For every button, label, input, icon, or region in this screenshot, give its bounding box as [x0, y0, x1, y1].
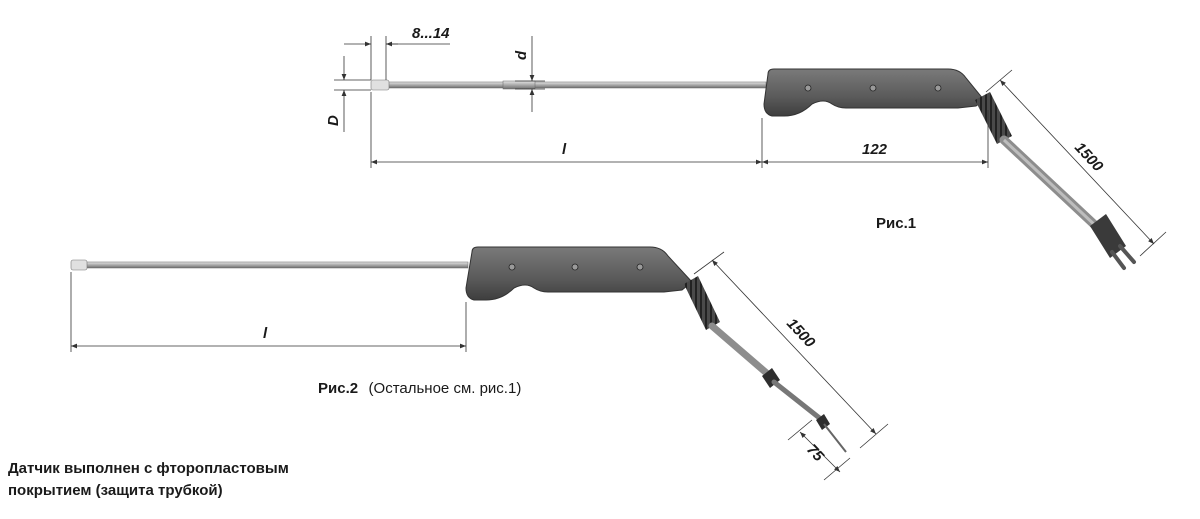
dim-tip-length: 8...14 [412, 25, 450, 42]
dim-probe-length: l [263, 325, 268, 342]
figure-1: 8...14 d D l 122 1500 Рис.1 [325, 25, 1167, 270]
probe-tip [70, 259, 88, 271]
dimension-lines-fig1 [334, 36, 1167, 257]
dim-tip-length: 75 [803, 441, 827, 465]
cable [684, 276, 847, 453]
dim-big-diameter: D [325, 115, 342, 126]
coating-note-line-1: Датчик выполнен с фторопластовым [8, 460, 289, 477]
dimension-lines-fig2 [70, 251, 889, 481]
figure-2-caption: Рис.2 [318, 380, 358, 397]
probe-handle [465, 246, 693, 301]
probe-handle [763, 68, 985, 117]
dim-small-diameter: d [513, 50, 530, 60]
figure-2-caption-line: Рис.2 (Остальное см. рис.1) [318, 380, 521, 397]
dim-cable-length: 1500 [783, 315, 819, 351]
cable [975, 92, 1136, 270]
figure-1-caption: Рис.1 [876, 215, 916, 232]
probe-rod [70, 259, 469, 271]
dim-cable-length: 1500 [1071, 139, 1107, 175]
coating-note-line-2: покрытием (защита трубкой) [8, 482, 223, 499]
figure-2: l 1500 75 Рис.2 (Остальное см. рис.1) [70, 246, 889, 481]
figure-2-caption-note: (Остальное см. рис.1) [369, 380, 522, 397]
dim-handle-length: 122 [862, 141, 888, 158]
dim-probe-length: l [562, 141, 567, 158]
probe-rod [370, 79, 767, 91]
probe-tip [370, 79, 390, 91]
coating-note: Датчик выполнен с фторопластовым покрыти… [8, 458, 428, 502]
